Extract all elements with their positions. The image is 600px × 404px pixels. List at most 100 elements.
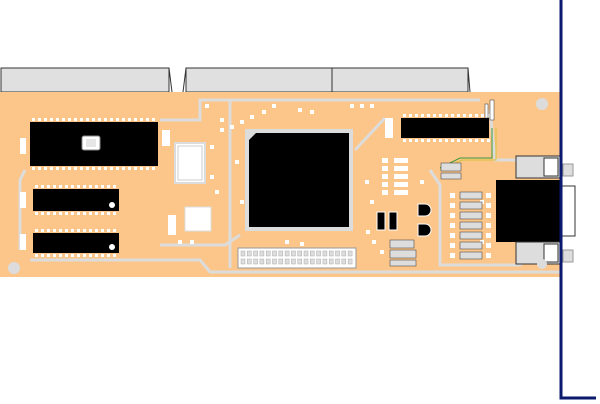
- dip-pin-pad: [134, 167, 137, 170]
- dip-pin-pad: [50, 167, 53, 170]
- led-indicator: [440, 162, 462, 172]
- header-pin: [347, 250, 353, 257]
- dip-pin-pad: [95, 185, 98, 188]
- resistor-pack-pad: [486, 213, 491, 218]
- dip-pin-pad: [53, 254, 56, 257]
- header-pin: [284, 258, 290, 265]
- dip-pin-pad: [80, 167, 83, 170]
- jumper-j2: [484, 103, 489, 119]
- dip-pin-pad: [38, 118, 41, 121]
- header-pin: [303, 258, 309, 265]
- dip-pin-pad: [403, 139, 406, 142]
- dip-pin-pad: [128, 167, 131, 170]
- dip-pin-pad: [101, 229, 104, 232]
- dip-pin-pad: [65, 254, 68, 257]
- edge-finger-middle: [185, 67, 333, 93]
- header-pin: [297, 250, 302, 257]
- dip-pin-pad: [59, 185, 62, 188]
- smd-pad: [350, 104, 354, 108]
- main-qfp-ic: [245, 129, 353, 231]
- crystal-oscillator-inner: [177, 145, 203, 181]
- dip-pin-pad: [475, 114, 478, 117]
- dip-pin-pad: [71, 229, 74, 232]
- dip-pin-pad: [83, 254, 86, 257]
- dip-pin-pad: [92, 167, 95, 170]
- header-pin: [297, 258, 302, 265]
- dip-pin-pad: [146, 118, 149, 121]
- inductor-l3: [389, 259, 417, 267]
- dip-pin-pad: [38, 167, 41, 170]
- main-ic-body: [249, 133, 349, 227]
- dip-pin-pad: [457, 114, 460, 117]
- header-pin: [272, 258, 277, 265]
- resistor-pack-pad: [450, 233, 455, 238]
- dip-pin-pad: [463, 139, 466, 142]
- dip-pin-pad: [146, 167, 149, 170]
- transistor-q2: [388, 211, 398, 231]
- dip-pin-pad: [80, 118, 83, 121]
- trace-top: [160, 98, 480, 122]
- smd-pad: [382, 182, 388, 187]
- edge-finger-left: [0, 67, 170, 93]
- dip-chip-2-notch: [109, 202, 115, 208]
- dip-pin-pad: [427, 114, 430, 117]
- dip-pin-pad: [95, 254, 98, 257]
- dip-pin-pad: [451, 139, 454, 142]
- dip-pin-pad: [47, 229, 50, 232]
- smd-pad: [272, 104, 276, 108]
- dip-pin-pad: [445, 139, 448, 142]
- led-indicator-2: [440, 172, 462, 180]
- dip-pin-pad: [41, 254, 44, 257]
- smd-pad: [220, 128, 224, 132]
- header-pin: [247, 258, 252, 265]
- dip-pin-pad: [113, 229, 116, 232]
- resistor-pack: [450, 191, 491, 260]
- smd-pad: [285, 240, 289, 244]
- dip-pin-pad: [68, 118, 71, 121]
- dip-pin-pad: [101, 212, 104, 215]
- header-pin: [335, 258, 340, 265]
- dip-pin-pad: [421, 139, 424, 142]
- dip-pin-pad: [469, 139, 472, 142]
- dip-pin-pad: [86, 118, 89, 121]
- dip-pin-pad: [101, 185, 104, 188]
- smd-pad: [262, 110, 266, 114]
- dip-pin-pad: [77, 185, 80, 188]
- dip-pin-pad: [32, 118, 35, 121]
- smd-resistor: [394, 182, 408, 187]
- smd-pad: [220, 118, 224, 122]
- dip-pin-pad: [113, 254, 116, 257]
- trace-diagonal: [353, 116, 387, 152]
- smd-pad: [205, 104, 209, 108]
- header-pin: [253, 250, 258, 257]
- dip-pin-pad: [451, 114, 454, 117]
- dip-pin-pad: [113, 185, 116, 188]
- dip-pin-pad: [89, 185, 92, 188]
- dip-pin-pad: [95, 229, 98, 232]
- edge-finger-middle-notch: [182, 67, 187, 93]
- edge-finger-right: [331, 67, 469, 93]
- header-pin: [328, 258, 334, 265]
- resistor-pack-pad: [486, 253, 491, 258]
- resistor-pack-pad: [450, 213, 455, 218]
- dip-pin-pad: [122, 167, 125, 170]
- dip-pin-pad: [59, 229, 62, 232]
- tantalum-cap-2: [417, 223, 432, 237]
- smd-pad: [215, 190, 219, 194]
- resistor-pack-pad: [486, 193, 491, 198]
- trace-bottom: [30, 258, 560, 274]
- dip-pin-pad: [53, 212, 56, 215]
- dip-pin-pad: [41, 229, 44, 232]
- smd-pad: [382, 158, 388, 163]
- dip-pin-pad: [92, 118, 95, 121]
- decoupling-cap-2: [162, 130, 170, 146]
- smd-pad: [178, 240, 182, 244]
- db-connector-bottom-inner: [543, 243, 559, 263]
- dip-pin-pad: [77, 254, 80, 257]
- smd-pad: [210, 145, 214, 149]
- dip-pin-pad: [116, 167, 119, 170]
- header-pin: [240, 258, 246, 265]
- resistor-pack-pad: [450, 203, 455, 208]
- dip-pin-pad: [107, 212, 110, 215]
